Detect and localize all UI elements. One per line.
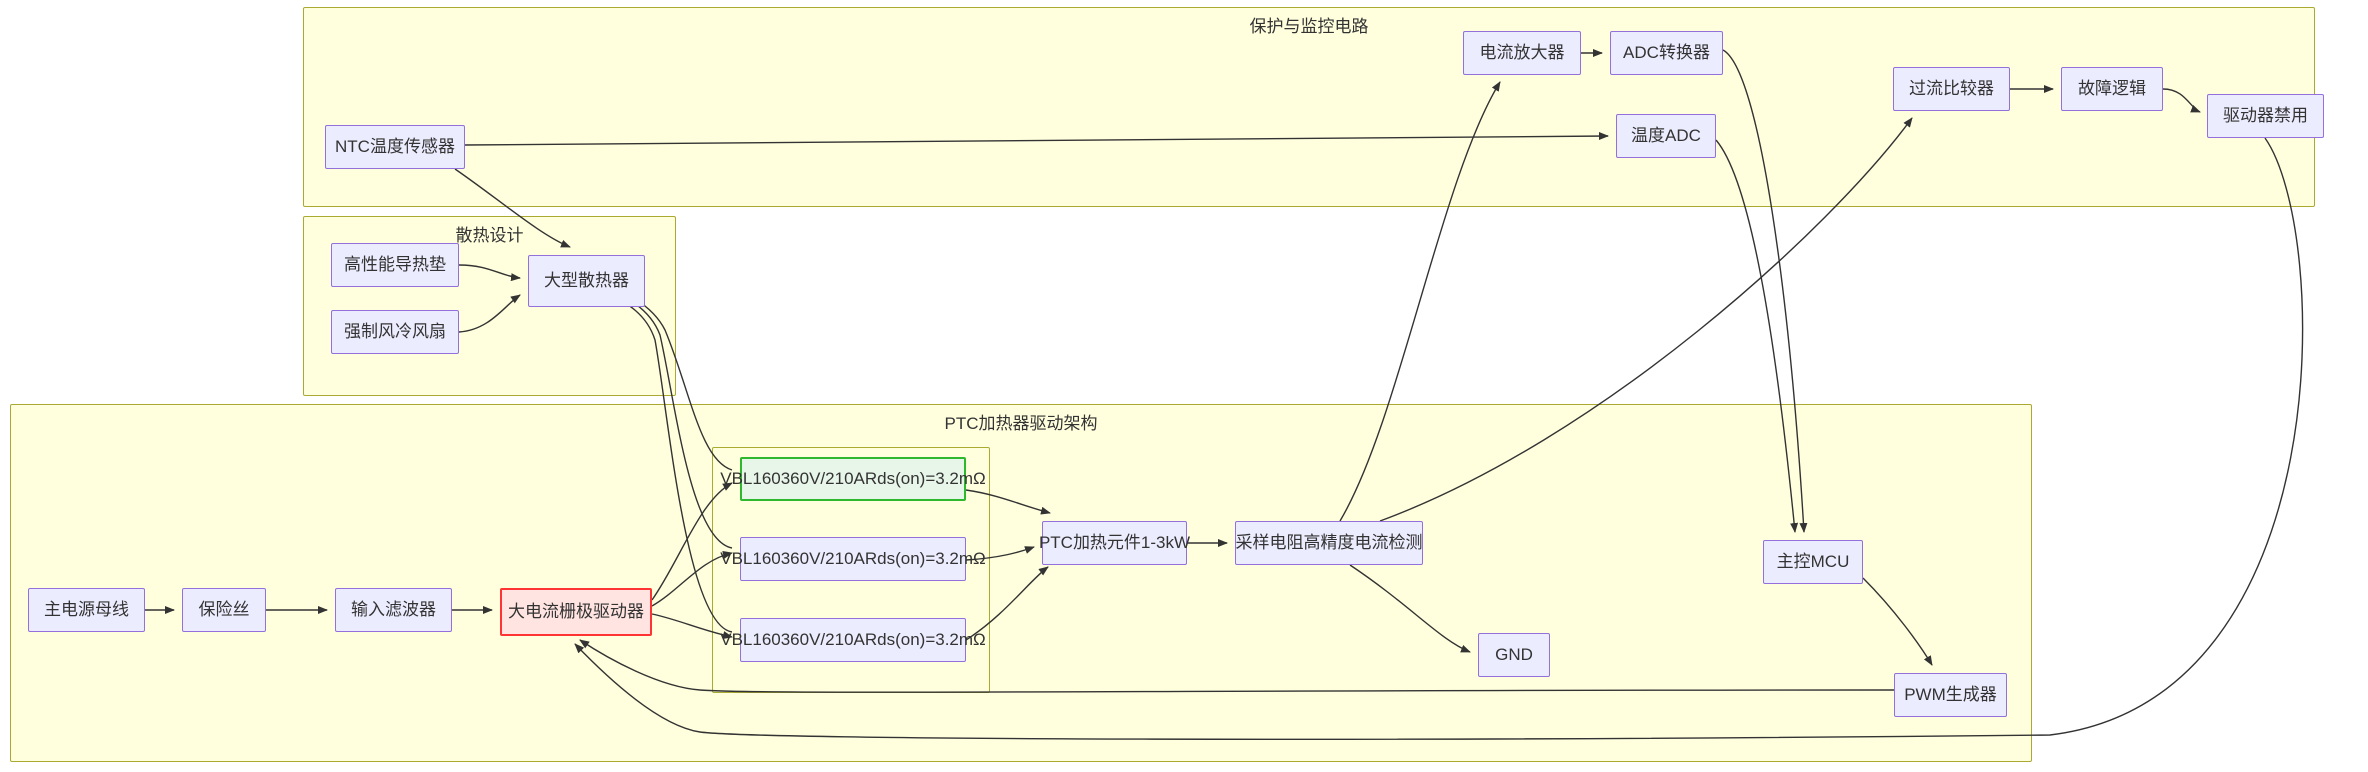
node-mosfet-2[interactable]: VBL160360V/210ARds(on)=3.2mΩ [720, 537, 986, 581]
node-shunt[interactable]: 采样电阻高精度电流检测 [1235, 521, 1423, 565]
node-ntc[interactable]: NTC温度传感器 [325, 125, 465, 169]
node-sink[interactable]: 大型散热器 [528, 255, 645, 307]
node-mosfet-1[interactable]: VBL160360V/210ARds(on)=3.2mΩ [720, 457, 986, 501]
cluster-protect [303, 7, 2315, 207]
node-pwm[interactable]: PWM生成器 [1894, 673, 2007, 717]
cluster-label-ptcdrive: PTC加热器驱动架构 [944, 414, 1098, 433]
node-gnd[interactable]: GND [1478, 633, 1550, 677]
node-fuse[interactable]: 保险丝 [182, 588, 266, 632]
node-fault[interactable]: 故障逻辑 [2061, 67, 2163, 111]
cluster-ptcdrive [10, 404, 2032, 762]
node-ptc[interactable]: PTC加热元件1-3kW [1039, 521, 1190, 565]
node-gate[interactable]: 大电流栅极驱动器 [500, 588, 652, 636]
node-bus[interactable]: 主电源母线 [28, 588, 145, 632]
node-tadc[interactable]: 温度ADC [1616, 114, 1716, 158]
node-pad[interactable]: 高性能导热垫 [331, 243, 459, 287]
cluster-label-protect: 保护与监控电路 [1249, 17, 1369, 36]
node-disable[interactable]: 驱动器禁用 [2207, 94, 2324, 138]
node-ocomp[interactable]: 过流比较器 [1893, 67, 2010, 111]
node-adc[interactable]: ADC转换器 [1610, 31, 1723, 75]
node-mcu[interactable]: 主控MCU [1763, 540, 1863, 584]
node-iamp[interactable]: 电流放大器 [1463, 31, 1581, 75]
cluster-label-thermal: 散热设计 [455, 226, 524, 245]
node-mosfet-3[interactable]: VBL160360V/210ARds(on)=3.2mΩ [720, 618, 986, 662]
node-fan[interactable]: 强制风冷风扇 [331, 310, 459, 354]
node-filter[interactable]: 输入滤波器 [335, 588, 452, 632]
